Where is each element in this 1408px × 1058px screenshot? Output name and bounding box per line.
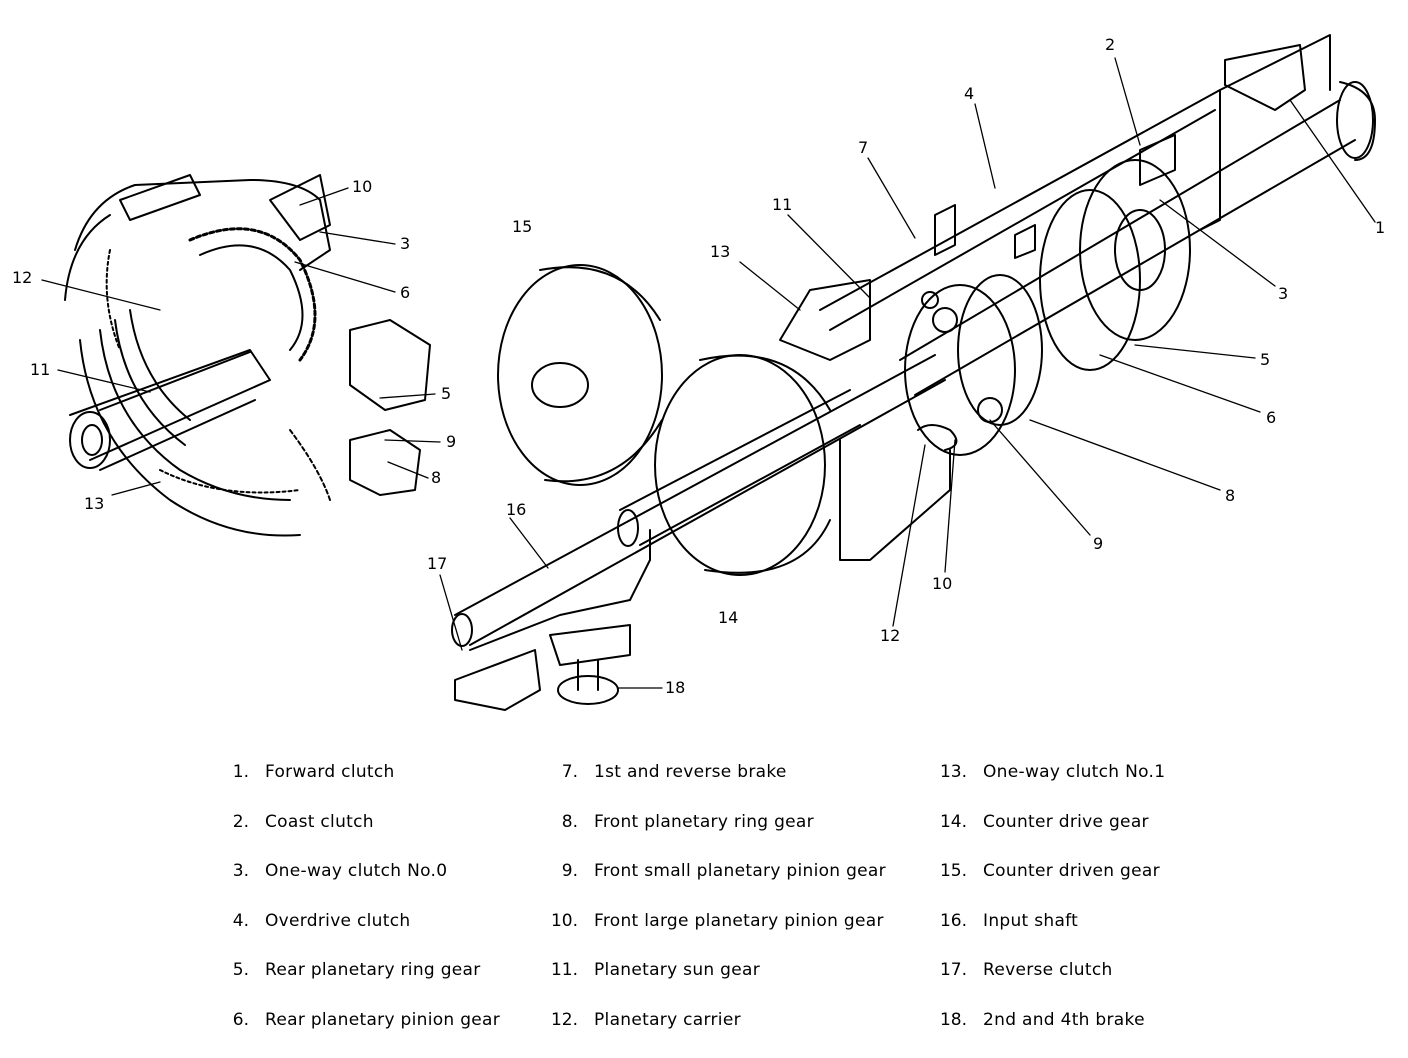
callout-10-left: 10 (352, 177, 373, 196)
legend-number: 8. (561, 811, 578, 832)
callout-8-left: 8 (431, 468, 442, 487)
legend-label: 2nd and 4th brake (983, 1009, 1145, 1030)
callout-9-left: 9 (446, 432, 457, 451)
legend-label: Rear planetary pinion gear (265, 1009, 501, 1030)
callout-4: 4 (964, 84, 975, 103)
legend-item: 7. 1st and reverse brake (534, 760, 934, 810)
legend-number: 15. (939, 861, 967, 882)
callout-15: 15 (512, 217, 533, 236)
callout-14: 14 (718, 608, 739, 627)
callout-1: 1 (1375, 218, 1386, 237)
callout-5-left: 5 (441, 384, 452, 403)
legend-item: 8. Front planetary ring gear (534, 810, 934, 860)
legend-item: 11. Planetary sun gear (534, 958, 934, 1008)
legend-item: 5. Rear planetary ring gear (205, 958, 545, 1008)
legend-label: Front small planetary pinion gear (594, 861, 886, 882)
legend-label: Planetary carrier (594, 1009, 741, 1030)
legend-number: 14. (939, 811, 967, 832)
legend-column-2: 7. 1st and reverse brake 8. Front planetar… (534, 760, 934, 1058)
callout-3: 3 (1278, 284, 1289, 303)
legend-column-3: 13. One-way clutch No.1 14. Counter drive … (923, 760, 1263, 1058)
counter-driven-gear (497, 264, 663, 486)
callout-17: 17 (427, 554, 448, 573)
legend-number: 3. (232, 861, 249, 882)
legend-label: One-way clutch No.0 (265, 861, 448, 882)
legend-item: 10. Front large planetary pinion gear (534, 909, 934, 959)
legend-item: 13. One-way clutch No.1 (923, 760, 1263, 810)
legend-item: 18. 2nd and 4th brake (923, 1008, 1263, 1058)
legend-number: 5. (232, 960, 249, 981)
callout-8: 8 (1225, 486, 1236, 505)
legend-column-1: 1. Forward clutch 2. Coast clutch 3. One-wa… (205, 760, 545, 1058)
legend-number: 9. (561, 861, 578, 882)
legend-number: 1. (232, 762, 249, 782)
legend-label: Rear planetary ring gear (265, 960, 481, 981)
transmission-diagram: 10 3 12 6 11 5 9 8 13 2 4 7 1 11 13 15 3… (12, 34, 1386, 711)
legend-label: Counter driven gear (983, 861, 1160, 882)
legend-label: Front planetary ring gear (594, 811, 814, 832)
legend-number: 11. (550, 960, 578, 981)
legend-number: 13. (939, 762, 967, 782)
legend-item: 4. Overdrive clutch (205, 909, 545, 959)
diagram-drawing (41, 34, 1376, 711)
legend-item: 16. Input shaft (923, 909, 1263, 959)
cutaway-assembly (64, 174, 431, 537)
legend-number: 16. (939, 910, 967, 931)
callout-7: 7 (858, 138, 869, 157)
legend-label: Planetary sun gear (594, 960, 761, 981)
legend-label: Coast clutch (265, 811, 374, 832)
callout-12-left: 12 (12, 268, 33, 287)
legend-label: Front large planetary pinion gear (594, 910, 884, 931)
callout-11: 11 (772, 195, 793, 214)
legend-item: 9. Front small planetary pinion gear (534, 859, 934, 909)
legend-number: 17. (939, 960, 967, 981)
legend-item: 15. Counter driven gear (923, 859, 1263, 909)
callout-2: 2 (1105, 35, 1116, 54)
callout-10: 10 (932, 574, 953, 593)
callout-13-left: 13 (84, 494, 105, 513)
callout-3-left: 3 (400, 234, 411, 253)
callout-13: 13 (710, 242, 731, 261)
legend-item: 6. Rear planetary pinion gear (205, 1008, 545, 1058)
callout-18: 18 (665, 678, 686, 697)
callout-6-left: 6 (400, 283, 411, 302)
legend-number: 7. (561, 762, 578, 782)
legend-item: 3. One-way clutch No.0 (205, 859, 545, 909)
legend-item: 17. Reverse clutch (923, 958, 1263, 1008)
legend-label: Reverse clutch (983, 960, 1113, 981)
leader-lines (41, 57, 1376, 689)
callout-12: 12 (880, 626, 901, 645)
input-shaft (454, 354, 936, 616)
legend-label: One-way clutch No.1 (983, 762, 1166, 782)
legend-label: 1st and reverse brake (594, 762, 787, 782)
legend-label: Counter drive gear (983, 811, 1149, 832)
legend-item: 14. Counter drive gear (923, 810, 1263, 860)
legend-number: 4. (232, 910, 249, 931)
legend-number: 6. (232, 1009, 249, 1030)
legend-number: 12. (550, 1009, 578, 1030)
counter-drive-gear (654, 354, 826, 576)
legend-item: 1. Forward clutch (205, 760, 545, 810)
legend-label: Forward clutch (265, 762, 395, 782)
callout-11-left: 11 (30, 360, 51, 379)
legend-label: Overdrive clutch (265, 910, 411, 931)
legend-number: 2. (232, 811, 249, 832)
legend-item: 12. Planetary carrier (534, 1008, 934, 1058)
exploded-view (451, 34, 1376, 711)
legend-label: Input shaft (983, 910, 1079, 931)
legend-item: 2. Coast clutch (205, 810, 545, 860)
legend-number: 18. (939, 1009, 967, 1030)
callout-16: 16 (506, 500, 527, 519)
callout-6: 6 (1266, 408, 1277, 427)
callout-9: 9 (1093, 534, 1104, 553)
callout-5: 5 (1260, 350, 1271, 369)
legend-number: 10. (550, 910, 578, 931)
